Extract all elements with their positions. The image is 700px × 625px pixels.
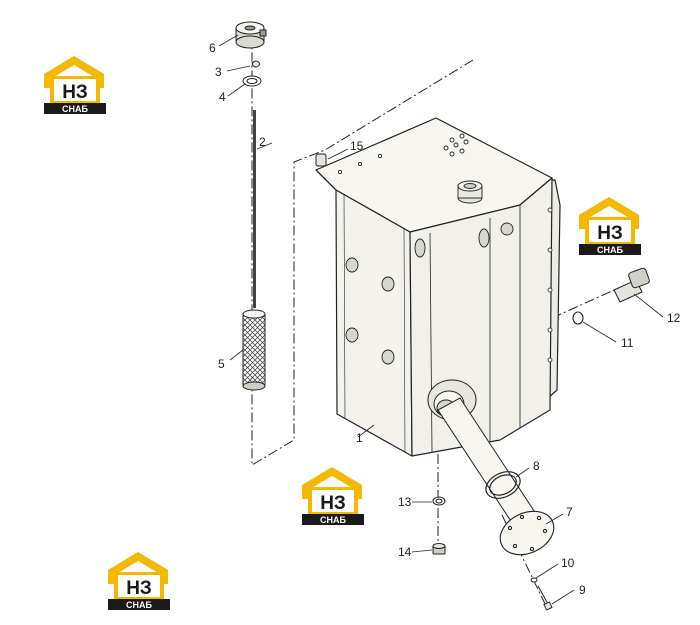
logo-subtitle: СНАБ: [320, 515, 346, 525]
leader-lines: [218, 34, 664, 605]
callout-7: 7: [566, 505, 573, 519]
logo-subtitle: СНАБ: [62, 104, 88, 114]
callout-3: 3: [215, 65, 222, 79]
callout-11: 11: [621, 336, 634, 350]
callout-8: 8: [533, 459, 540, 473]
logo-subtitle: СНАБ: [126, 600, 152, 610]
strainer-part-5: [242, 309, 266, 391]
callout-12: 12: [667, 311, 681, 325]
pin-part-3: [251, 60, 261, 68]
callout-10: 10: [561, 556, 575, 570]
seal-ring-part-11: [572, 311, 584, 325]
bolt-part-9: [537, 585, 553, 611]
callout-15: 15: [350, 139, 364, 153]
logo-mark: НЗ: [126, 578, 152, 599]
callout-4: 4: [219, 90, 226, 104]
fitting-part-12: [613, 267, 650, 303]
logo-watermark-3: НЗ СНАБ: [302, 467, 364, 525]
callout-2: 2: [259, 135, 266, 149]
logo-watermark-4: НЗ СНАБ: [108, 552, 170, 610]
logo-watermark-1: НЗ СНАБ: [44, 56, 106, 114]
logo-subtitle: СНАБ: [597, 245, 623, 255]
top-details: [337, 133, 483, 204]
washer-part-10: [530, 577, 538, 583]
callout-9: 9: [579, 583, 586, 597]
flange-cover-part-7: [499, 510, 555, 556]
logo-mark: НЗ: [597, 223, 623, 244]
logo-mark: НЗ: [320, 493, 346, 514]
callout-5: 5: [218, 357, 225, 371]
side-bosses: [345, 222, 514, 365]
drain-plug-part-14: [432, 543, 446, 555]
vent-part-15: [315, 153, 327, 167]
bracket-holes: [547, 207, 553, 363]
clip-part-4: [242, 75, 262, 87]
logo-mark: НЗ: [62, 82, 88, 103]
callout-13: 13: [398, 495, 412, 509]
callout-6: 6: [209, 41, 216, 55]
rod-part-2: [253, 110, 256, 308]
logo-watermark-2: НЗ СНАБ: [579, 197, 641, 255]
filler-cap-part-6: [235, 21, 267, 49]
seal-part-13: [432, 496, 446, 506]
o-ring-part-8: [485, 471, 521, 499]
callout-labels: 1 2 3 4 5 6 7 8 9 10 11 12 13 14 15: [209, 41, 681, 597]
callout-1: 1: [356, 431, 363, 445]
callout-14: 14: [398, 545, 412, 559]
